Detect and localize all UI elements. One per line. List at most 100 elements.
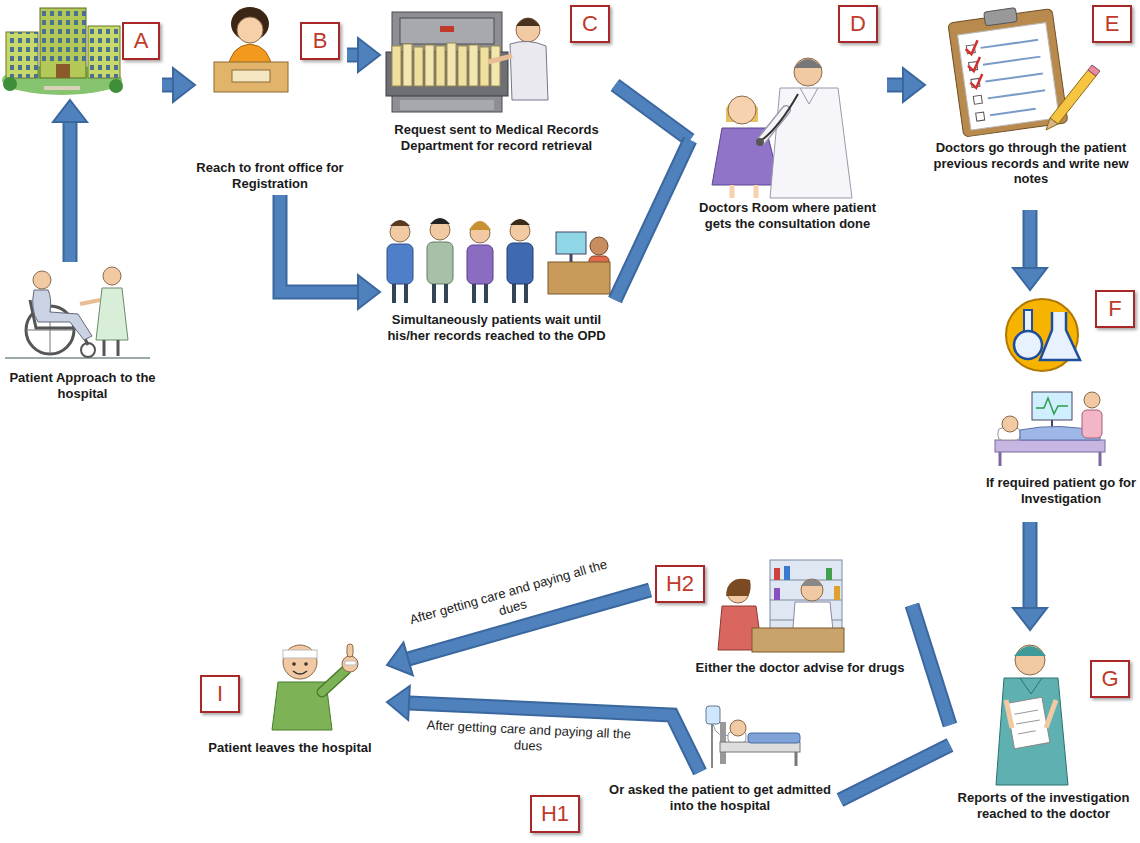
- filing-cabinet-illustration: [386, 12, 548, 112]
- wheelchair-illustration-part: [33, 290, 92, 340]
- doctor-reading-illustration-part: [1046, 700, 1056, 728]
- laboratory-illustration-part: [1036, 398, 1068, 414]
- hospital-illustration-part: [109, 79, 123, 93]
- step-letter: I: [200, 675, 240, 713]
- clipboard-illustration-part: [983, 57, 1040, 65]
- filing-cabinet-illustration-part: [458, 46, 467, 86]
- wheelchair-illustration-part: [96, 288, 128, 340]
- doctor-reading-illustration-part: [1006, 697, 1049, 749]
- consultation-illustration-part: [762, 94, 798, 140]
- flow-arrow: [280, 195, 380, 309]
- step-caption: Patient leaves the hospital: [195, 740, 385, 756]
- clipboard-illustration-part: [1050, 70, 1096, 124]
- laboratory-illustration-part: [1002, 416, 1018, 432]
- step-caption: Reach to front office for Registration: [195, 160, 345, 191]
- step-letter: C: [570, 5, 610, 43]
- clipboard-illustration: [947, 3, 1100, 137]
- receptionist-illustration: [214, 7, 288, 92]
- filing-cabinet-illustration-part: [469, 45, 478, 86]
- pharmacy-illustration-part: [826, 568, 832, 580]
- flow-arrow: [912, 605, 950, 725]
- waiting-room-illustration-part: [469, 221, 491, 230]
- consultation-illustration-part: [728, 96, 756, 124]
- step-caption: Either the doctor advise for drugs: [690, 660, 910, 676]
- happy-patient-illustration-part: [322, 670, 346, 692]
- arrow-outline: [840, 745, 950, 800]
- waiting-room-illustration-part: [444, 284, 448, 303]
- arrow-body: [912, 605, 950, 725]
- arrow-outline: [409, 703, 700, 772]
- clipboard-illustration-part: [973, 95, 982, 104]
- consultation-illustration-part: [754, 185, 759, 198]
- laboratory-illustration-part: [1014, 331, 1042, 359]
- arrow-outline: [615, 140, 690, 300]
- filing-cabinet-illustration-part: [436, 46, 445, 86]
- edge-label: After getting care and paying all the du…: [403, 555, 618, 644]
- pharmacy-illustration-part: [801, 579, 823, 601]
- step-caption: Simultaneously patients wait until his/h…: [380, 312, 613, 343]
- doctor-reading-illustration-part: [1006, 697, 1049, 749]
- arrow-head: [387, 686, 410, 720]
- waiting-room-illustration-part: [484, 284, 488, 303]
- consultation-illustration-part: [762, 110, 786, 140]
- arrow-body: [840, 745, 950, 800]
- waiting-room-illustration-part: [404, 284, 408, 303]
- step-letter: A: [122, 22, 160, 60]
- step-letter: G: [1090, 660, 1130, 698]
- hospital-illustration-part: [40, 8, 86, 78]
- doctor-reading-illustration-part: [1018, 731, 1036, 734]
- doctor-reading-illustration-part: [1020, 678, 1042, 694]
- process-step: H1Or asked the patient to get admitted i…: [525, 772, 840, 843]
- hospital-illustration-part: [40, 8, 86, 64]
- step-letter: E: [1092, 5, 1132, 43]
- doctor-reading-illustration-part: [996, 678, 1068, 785]
- clipboard-illustration-part: [965, 40, 980, 55]
- filing-cabinet-illustration-part: [488, 56, 512, 62]
- flow-arrow: [615, 85, 690, 140]
- pharmacy-illustration-part: [834, 586, 840, 600]
- clipboard-illustration-part: [1088, 65, 1100, 76]
- arrow-outline: [162, 78, 173, 93]
- flow-arrow: [347, 38, 380, 72]
- filing-cabinet-illustration-part: [480, 47, 489, 86]
- filing-cabinet-illustration-part: [516, 18, 540, 42]
- step-letter: D: [838, 5, 878, 43]
- process-step: Patient Approach to the hospital: [0, 262, 165, 425]
- arrow-body: [162, 80, 173, 91]
- wheelchair-illustration-part: [103, 340, 106, 356]
- wheelchair-illustration-part: [117, 340, 120, 356]
- clipboard-illustration-part: [947, 3, 1068, 137]
- process-step: FIf required patient go for Investigatio…: [985, 290, 1139, 522]
- laboratory-illustration-part: [999, 452, 1002, 466]
- consultation-illustration-part: [794, 59, 822, 68]
- hospital-illustration-part: [44, 86, 80, 90]
- waiting-room-illustration-part: [390, 220, 410, 226]
- filing-cabinet-illustration-part: [414, 47, 423, 86]
- filing-cabinet-illustration-part: [400, 100, 494, 110]
- wheelchair-illustration-part: [103, 267, 121, 285]
- hospital-illustration-part: [3, 77, 17, 91]
- step-caption: Doctors Room where patient gets the cons…: [690, 200, 885, 231]
- waiting-room-illustration-part: [472, 284, 476, 303]
- clipboard-illustration-part: [985, 73, 1042, 81]
- step-caption: Reports of the investigation reached to …: [953, 790, 1134, 821]
- flow-arrow: [1013, 210, 1047, 290]
- waiting-room-illustration-part: [510, 219, 530, 225]
- step-letter: B: [300, 22, 340, 60]
- flow-arrow: [615, 140, 690, 300]
- clipboard-illustration-part: [958, 23, 1059, 130]
- waiting-room-illustration-part: [430, 218, 450, 224]
- pharmacy-illustration-part: [774, 568, 780, 580]
- flow-arrow: [840, 745, 950, 800]
- filing-cabinet-illustration-part: [392, 46, 401, 86]
- happy-patient-illustration-part: [345, 661, 356, 665]
- flow-arrow: [887, 68, 925, 102]
- arrow-head: [53, 100, 87, 122]
- happy-patient-illustration: [272, 644, 358, 730]
- clipboard-illustration-part: [981, 40, 1038, 48]
- arrow-outline: [1023, 210, 1038, 268]
- arrow-body: [65, 122, 76, 262]
- consultation-illustration-part: [794, 58, 822, 86]
- waiting-room-illustration-part: [512, 284, 516, 303]
- step-letter: H2: [655, 565, 705, 603]
